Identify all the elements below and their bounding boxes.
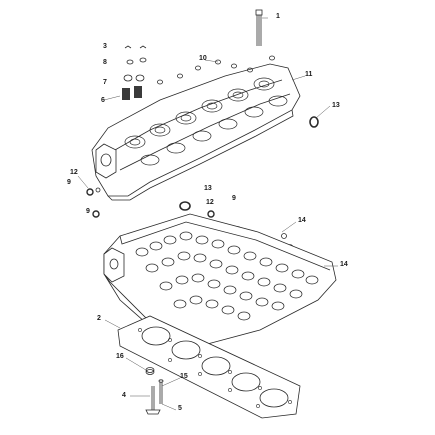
head-gasket — [117, 315, 301, 419]
callout-9-left-upper: 9 — [67, 179, 71, 186]
callout-12-left: 12 — [70, 169, 78, 176]
upper-housing — [91, 63, 301, 201]
callout-10: 10 — [199, 55, 207, 62]
leader-lines — [77, 17, 338, 411]
callout-14-right: 14 — [340, 261, 348, 268]
valve-seats — [135, 231, 319, 321]
callout-13-mid: 13 — [204, 185, 212, 192]
callout-14-upper: 14 — [298, 217, 306, 224]
callout-5: 5 — [178, 405, 182, 412]
callout-8: 8 — [103, 59, 107, 66]
valve-wells — [124, 77, 288, 166]
valve-parts — [145, 367, 164, 415]
callout-12-mid: 12 — [206, 199, 214, 206]
callout-2: 2 — [97, 315, 101, 322]
callout-6: 6 — [101, 97, 105, 104]
callout-13-upper: 13 — [332, 102, 340, 109]
cylinder-head — [103, 213, 337, 347]
callout-9-left-lower: 9 — [86, 208, 90, 215]
callout-11: 11 — [305, 71, 313, 78]
top-caps — [157, 55, 275, 85]
callout-7: 7 — [103, 79, 107, 86]
callout-16: 16 — [116, 353, 124, 360]
upper-small-parts — [86, 45, 319, 196]
callout-3: 3 — [103, 43, 107, 50]
callout-15: 15 — [180, 373, 188, 380]
callout-4: 4 — [122, 392, 126, 399]
bolt-part — [255, 9, 263, 46]
callout-1: 1 — [276, 13, 280, 20]
callout-9-mid: 9 — [232, 195, 236, 202]
